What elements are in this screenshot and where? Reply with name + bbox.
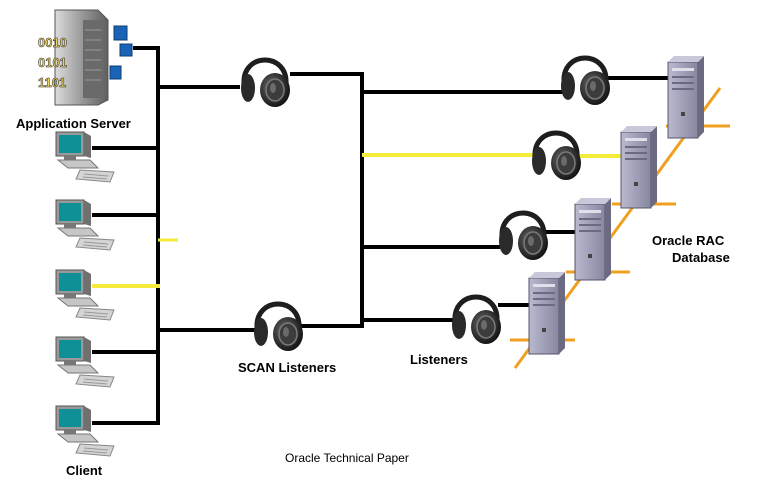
- client-label: Client: [66, 463, 103, 478]
- client-computer-icon: [55, 336, 115, 388]
- database-server-icon: [667, 55, 705, 139]
- server-digits-2: 0101: [38, 55, 67, 70]
- client-computer-icon: [55, 131, 115, 183]
- database-server-icon: [620, 125, 658, 209]
- application-server-label: Application Server: [16, 116, 131, 131]
- headphones-listener-icon: [241, 60, 290, 107]
- headphones-listener-icon: [561, 58, 610, 105]
- caption: Oracle Technical Paper: [285, 451, 409, 465]
- scan-listener-wires: [290, 72, 364, 328]
- headphones-listener-icon: [499, 213, 548, 260]
- headphones-listener-icon: [532, 133, 581, 180]
- node-listener-wires: [362, 76, 668, 322]
- client-computer-icon: [55, 405, 115, 457]
- client-side-wires: [92, 46, 262, 425]
- server-digits-3: 1101: [38, 75, 66, 90]
- database-server-icon: [574, 197, 612, 281]
- rac-label-line2: Database: [672, 250, 730, 265]
- database-server-icon: [528, 271, 566, 355]
- client-computer-icon: [55, 199, 115, 251]
- headphones-listener-icon: [452, 297, 501, 344]
- application-server-icon: 0010 0101 1101: [38, 9, 133, 106]
- rac-label-line1: Oracle RAC: [652, 233, 725, 248]
- listeners-label: Listeners: [410, 352, 468, 367]
- scan-listeners-label: SCAN Listeners: [238, 360, 337, 375]
- headphones-listener-icon: [254, 304, 303, 351]
- client-computer-icon: [55, 269, 115, 321]
- server-digits-1: 0010: [38, 35, 67, 50]
